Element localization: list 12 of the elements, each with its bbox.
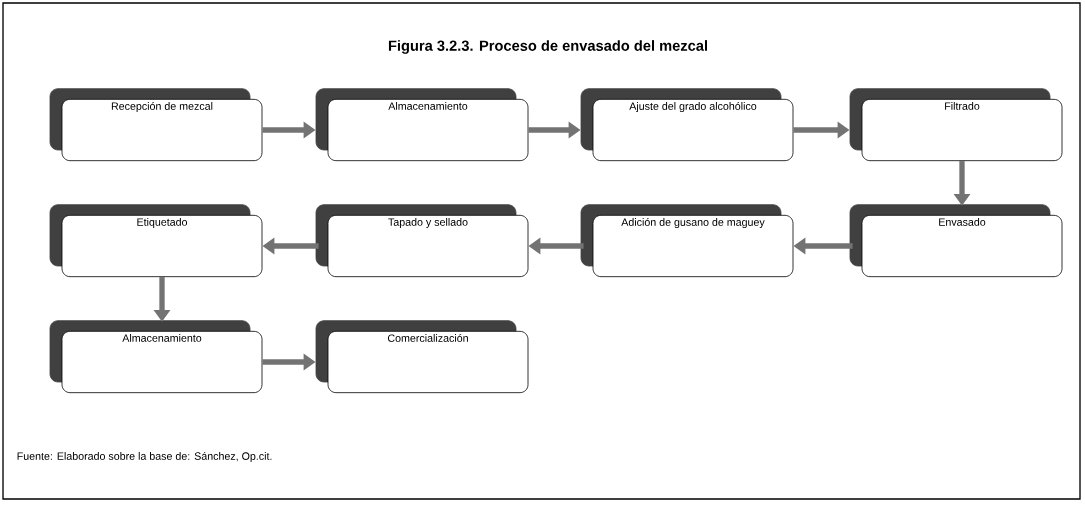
process-box: Etiquetado [49, 204, 263, 278]
process-box: Adición de gusano de maguey [580, 204, 794, 278]
process-box: Envasado [849, 204, 1063, 278]
process-box: Recepción de mezcal [49, 88, 263, 162]
process-box: Almacenamiento [315, 88, 529, 162]
source-note: Fuente: Elaborado sobre la base de: Sánchez, Op.cit. [17, 451, 272, 463]
process-box: Comercialización [315, 320, 529, 394]
process-box: Filtrado [849, 88, 1063, 162]
process-box: Tapado y sellado [315, 204, 529, 278]
title: Figura 3.2.3. Proceso de envasado del mezcal [388, 40, 707, 54]
process-box: Almacenamiento [49, 320, 263, 394]
process-box: Ajuste del grado alcohólico [580, 88, 794, 162]
